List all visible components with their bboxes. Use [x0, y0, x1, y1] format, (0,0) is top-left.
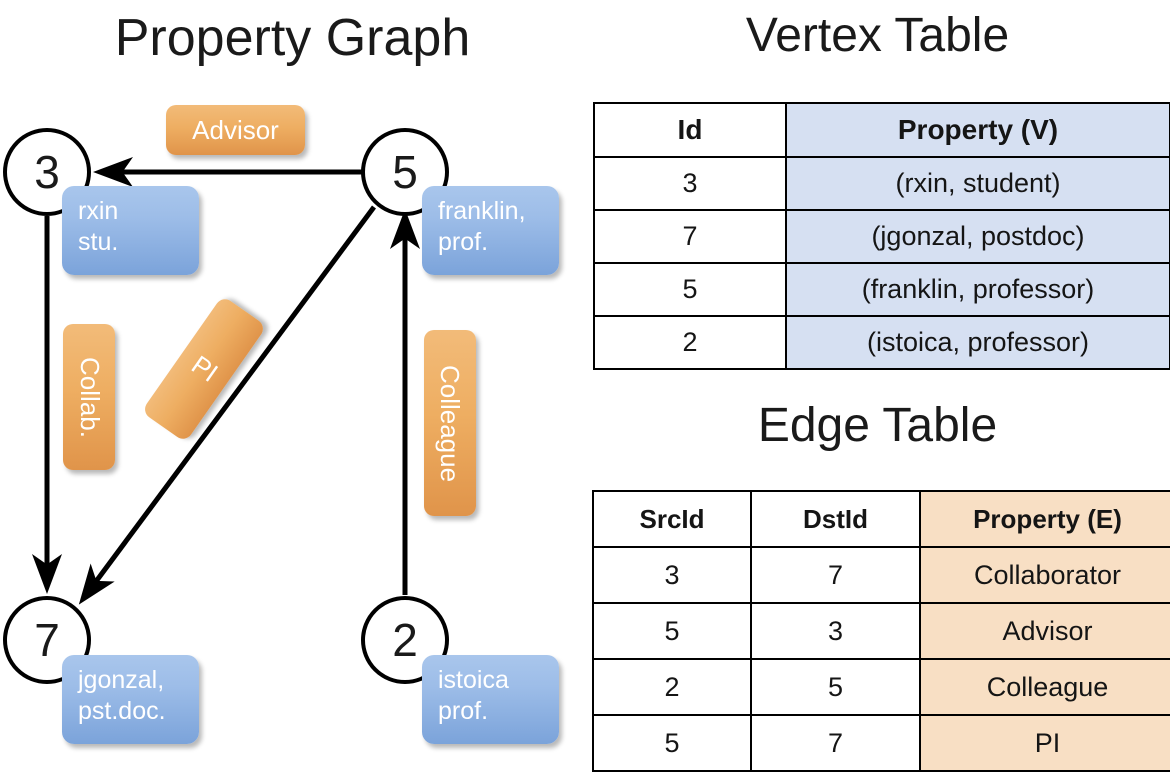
table-row[interactable]: 7 (jgonzal, postdoc): [593, 209, 1170, 264]
vertex-callout-2-line2: prof.: [438, 697, 489, 726]
vertex-callout-5-line2: prof.: [438, 228, 489, 257]
table-row[interactable]: 3 (rxin, student): [593, 156, 1170, 211]
vertex-table-header-row: Id Property (V): [593, 102, 1170, 158]
vertex-callout-3-line2: stu.: [78, 228, 119, 257]
vertex-table: Id Property (V) 3 (rxin, student) 7 (jgo…: [593, 102, 1170, 370]
edge-cell-property: PI: [919, 714, 1170, 772]
vertex-callout-5-line1: franklin,: [438, 197, 526, 225]
page-title-vertex-table: Vertex Table: [745, 9, 1010, 62]
vertex-table-header-property: Property (V): [785, 102, 1170, 158]
vertex-cell-id: 3: [593, 156, 787, 211]
edge-table-header-row: SrcId DstId Property (E): [592, 490, 1170, 548]
table-row[interactable]: 5 (franklin, professor): [593, 262, 1170, 317]
edge-cell-srcid: 3: [592, 546, 752, 604]
vertex-callout-7-line1: jgonzal,: [78, 666, 165, 694]
vertex-callout-5: franklin, prof.: [422, 186, 559, 275]
edge-callout-advisor: Advisor: [166, 105, 305, 155]
vertex-callout-7-line2: pst.doc.: [78, 697, 166, 726]
vertex-cell-id: 2: [593, 315, 787, 370]
table-row[interactable]: 5 3 Advisor: [592, 602, 1170, 660]
edge-cell-property: Collaborator: [919, 546, 1170, 604]
edge-arrow-5-to-7: [78, 205, 377, 605]
vertex-callout-2-line1: istoica: [438, 666, 509, 694]
edge-cell-dstid: 5: [750, 658, 921, 716]
vertex-callout-3: rxin stu.: [62, 186, 199, 275]
graph-node-5[interactable]: 5: [361, 128, 449, 216]
vertex-cell-property: (istoica, professor): [785, 315, 1170, 370]
graph-node-5-label: 5: [392, 146, 418, 198]
graph-node-3[interactable]: 3: [3, 128, 91, 216]
edge-cell-dstid: 3: [750, 602, 921, 660]
edge-table-header-srcid: SrcId: [592, 490, 752, 548]
edge-cell-property: Advisor: [919, 602, 1170, 660]
edge-cell-dstid: 7: [750, 546, 921, 604]
edge-cell-dstid: 7: [750, 714, 921, 772]
edge-table-header-dstid: DstId: [750, 490, 921, 548]
graph-node-7-label: 7: [34, 614, 60, 666]
edge-callout-pi-label: PI: [185, 349, 223, 388]
vertex-callout-3-line1: rxin: [78, 197, 119, 225]
table-row[interactable]: 2 5 Colleague: [592, 658, 1170, 716]
vertex-cell-property: (franklin, professor): [785, 262, 1170, 317]
edge-table-header-property: Property (E): [919, 490, 1170, 548]
vertex-callout-2: istoica prof.: [422, 655, 559, 744]
edge-cell-srcid: 5: [592, 714, 752, 772]
edge-callout-advisor-label: Advisor: [192, 114, 279, 145]
edge-callout-collab: Collab.: [63, 324, 115, 470]
edge-callout-colleague: Colleague: [424, 330, 476, 516]
edge-cell-srcid: 5: [592, 602, 752, 660]
vertex-cell-property: (rxin, student): [785, 156, 1170, 211]
vertex-table-header-id: Id: [593, 102, 787, 158]
edge-callout-colleague-label: Colleague: [435, 364, 466, 482]
graph-node-2-label: 2: [392, 614, 418, 666]
edge-cell-srcid: 2: [592, 658, 752, 716]
page-title-edge-table: Edge Table: [757, 399, 998, 452]
edge-callout-collab-label: Collab.: [74, 356, 105, 438]
table-row[interactable]: 5 7 PI: [592, 714, 1170, 772]
vertex-callout-7: jgonzal, pst.doc.: [62, 655, 199, 744]
vertex-cell-property: (jgonzal, postdoc): [785, 209, 1170, 264]
page-title-property-graph: Property Graph: [114, 9, 471, 67]
graph-node-3-label: 3: [34, 146, 60, 198]
edge-table: SrcId DstId Property (E) 3 7 Collaborato…: [592, 490, 1170, 772]
edge-cell-property: Colleague: [919, 658, 1170, 716]
property-graph-diagram: 3 5 7 2 rxin stu. franklin, prof. jgonza…: [0, 90, 585, 760]
table-row[interactable]: 2 (istoica, professor): [593, 315, 1170, 370]
graph-edge-arrows: [32, 157, 420, 605]
vertex-cell-id: 7: [593, 209, 787, 264]
vertex-cell-id: 5: [593, 262, 787, 317]
table-row[interactable]: 3 7 Collaborator: [592, 546, 1170, 604]
